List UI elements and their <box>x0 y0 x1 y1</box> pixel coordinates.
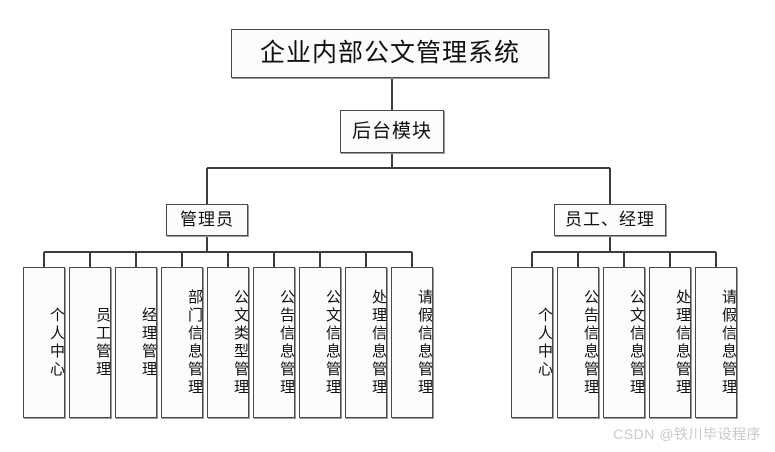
node-branch-staff-manager: 员工、经理 <box>554 204 666 236</box>
leaf-staff-5: 请假信息管理 <box>695 267 737 418</box>
leaf-admin-7: 公文信息管理 <box>299 267 341 418</box>
leaf-admin-2: 员工管理 <box>69 267 111 418</box>
leaf-admin-3: 经理管理 <box>115 267 157 418</box>
leaf-admin-6: 公告信息管理 <box>253 267 295 418</box>
leaf-staff-4: 处理信息管理 <box>649 267 691 418</box>
node-root-system: 企业内部公文管理系统 <box>231 29 549 78</box>
leaf-admin-8: 处理信息管理 <box>345 267 387 418</box>
leaf-staff-1: 个人中心 <box>511 267 553 418</box>
leaf-staff-3: 公文信息管理 <box>603 267 645 418</box>
leaf-staff-2: 公告信息管理 <box>557 267 599 418</box>
csdn-watermark: CSDN @铁川毕设程序 <box>613 426 761 442</box>
leaf-admin-5: 公文类型管理 <box>207 267 249 418</box>
leaf-admin-9: 请假信息管理 <box>391 267 433 418</box>
node-branch-administrator: 管理员 <box>166 204 248 236</box>
leaf-admin-1: 个人中心 <box>23 267 65 418</box>
leaf-admin-4: 部门信息管理 <box>161 267 203 418</box>
node-backend-module: 后台模块 <box>340 110 444 153</box>
